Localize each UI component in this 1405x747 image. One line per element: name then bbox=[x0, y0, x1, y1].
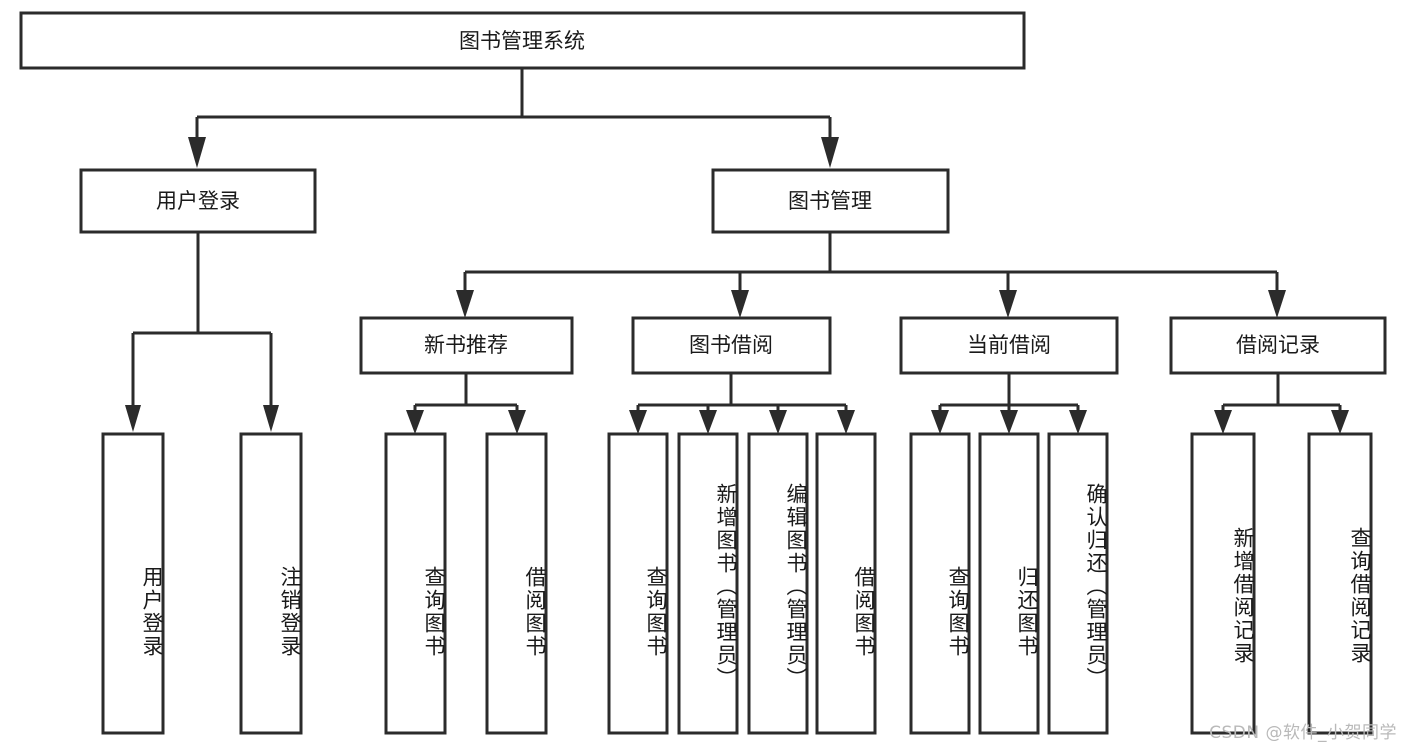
arrow-head-leaf-user-login bbox=[125, 405, 141, 432]
arrow-head-newbook bbox=[456, 290, 474, 318]
node-root-box[interactable] bbox=[19, 11, 1026, 70]
arrow-head-leaf-borrow-book-1 bbox=[508, 410, 526, 434]
leaf-box-query-book-3[interactable] bbox=[909, 432, 971, 735]
leaf-box-add-record[interactable] bbox=[1190, 432, 1256, 735]
arrow-head-leaf-confirm-return bbox=[1069, 410, 1087, 434]
arrow-head-leaf-edit-book bbox=[769, 410, 787, 434]
node-current-box[interactable] bbox=[899, 316, 1119, 375]
node-records-label: 借阅记录 bbox=[1236, 333, 1320, 357]
arrow-head-bookmgmt bbox=[821, 137, 839, 168]
node-borrow-box[interactable] bbox=[631, 316, 832, 375]
node-root-label: 图书管理系统 bbox=[459, 29, 585, 53]
leaf-box-return-book[interactable] bbox=[978, 432, 1040, 735]
arrow-head-current bbox=[999, 290, 1017, 318]
arrow-head-borrow bbox=[731, 290, 749, 318]
arrow-head-login bbox=[188, 137, 206, 168]
leaf-box-query-record[interactable] bbox=[1307, 432, 1373, 735]
node-records-box[interactable] bbox=[1169, 316, 1387, 375]
arrow-head-leaf-add-record bbox=[1214, 410, 1232, 434]
node-login-label: 用户登录 bbox=[156, 189, 240, 213]
arrow-head-records bbox=[1268, 290, 1286, 318]
arrow-head-leaf-query-record bbox=[1331, 410, 1349, 434]
arrow-head-leaf-query-book-1 bbox=[406, 410, 424, 434]
arrow-head-leaf-add-book bbox=[699, 410, 717, 434]
arrow-head-leaf-query-book-3 bbox=[931, 410, 949, 434]
leaf-box-user-login[interactable] bbox=[101, 432, 165, 735]
leaf-box-edit-book[interactable] bbox=[747, 432, 809, 735]
leaf-box-query-book-2[interactable] bbox=[607, 432, 669, 735]
arrow-head-leaf-borrow-book-2 bbox=[837, 410, 855, 434]
node-newbook-box[interactable] bbox=[359, 316, 574, 375]
node-borrow-label: 图书借阅 bbox=[689, 333, 773, 357]
leaf-box-user-logout[interactable] bbox=[239, 432, 303, 735]
node-bookmgmt-label: 图书管理 bbox=[788, 189, 872, 213]
arrow-head-leaf-user-logout bbox=[263, 405, 279, 432]
leaf-box-borrow-book-2[interactable] bbox=[815, 432, 877, 735]
leaf-box-add-book[interactable] bbox=[677, 432, 739, 735]
leaf-box-borrow-book-1[interactable] bbox=[485, 432, 548, 735]
node-newbook-label: 新书推荐 bbox=[424, 333, 508, 357]
leaf-box-query-book-1[interactable] bbox=[384, 432, 447, 735]
node-current-label: 当前借阅 bbox=[967, 333, 1051, 357]
arrow-head-leaf-return-book bbox=[1000, 410, 1018, 434]
node-bookmgmt-box[interactable] bbox=[711, 168, 950, 234]
watermark-text: CSDN @软件_小贺同学 bbox=[1209, 723, 1397, 743]
arrow-head-leaf-query-book-2 bbox=[629, 410, 647, 434]
leaf-box-confirm-return[interactable] bbox=[1047, 432, 1109, 735]
